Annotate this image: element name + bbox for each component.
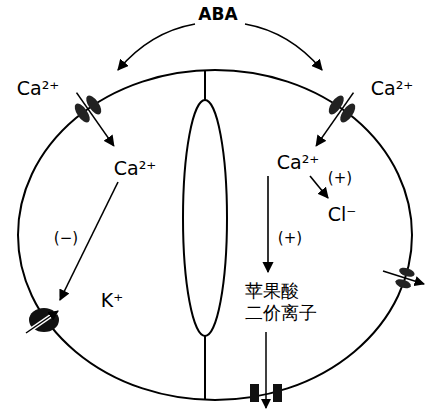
signal-arrow bbox=[118, 24, 195, 70]
ion-label: Cl⁻ bbox=[328, 203, 357, 226]
ion-label: 苹果酸 二价离子 bbox=[245, 280, 324, 323]
malate-channel bbox=[250, 384, 259, 402]
ion-label: K⁺ bbox=[101, 289, 124, 312]
hormone-label: ABA bbox=[198, 4, 237, 24]
efflux-arrow bbox=[265, 332, 267, 408]
ion-label: Ca²⁺ bbox=[114, 157, 157, 180]
malate-channel bbox=[273, 384, 282, 402]
activate-arrow bbox=[267, 176, 269, 272]
channel-subunit bbox=[337, 101, 358, 125]
signal-arrow bbox=[245, 24, 322, 70]
influx-arrow bbox=[316, 93, 353, 146]
ion-label: Ca²⁺ bbox=[17, 77, 60, 100]
guard-cell-outline bbox=[18, 70, 412, 400]
arrow-halo bbox=[26, 311, 58, 333]
calcium-channel bbox=[67, 86, 124, 153]
influx-arrow bbox=[77, 93, 114, 146]
calcium-channel bbox=[306, 86, 363, 153]
activate-arrow bbox=[310, 176, 328, 198]
effect-sign: (−) bbox=[54, 229, 78, 247]
stoma-pore bbox=[183, 100, 227, 336]
channel-subunit bbox=[83, 93, 104, 117]
potassium-flow-arrow bbox=[26, 311, 58, 333]
ion-label: Ca²⁺ bbox=[371, 77, 414, 100]
ion-label: Ca²⁺ bbox=[277, 151, 320, 174]
efflux-arrow bbox=[383, 271, 424, 284]
effect-sign: (+) bbox=[328, 169, 352, 187]
effect-sign: (+) bbox=[278, 229, 302, 247]
